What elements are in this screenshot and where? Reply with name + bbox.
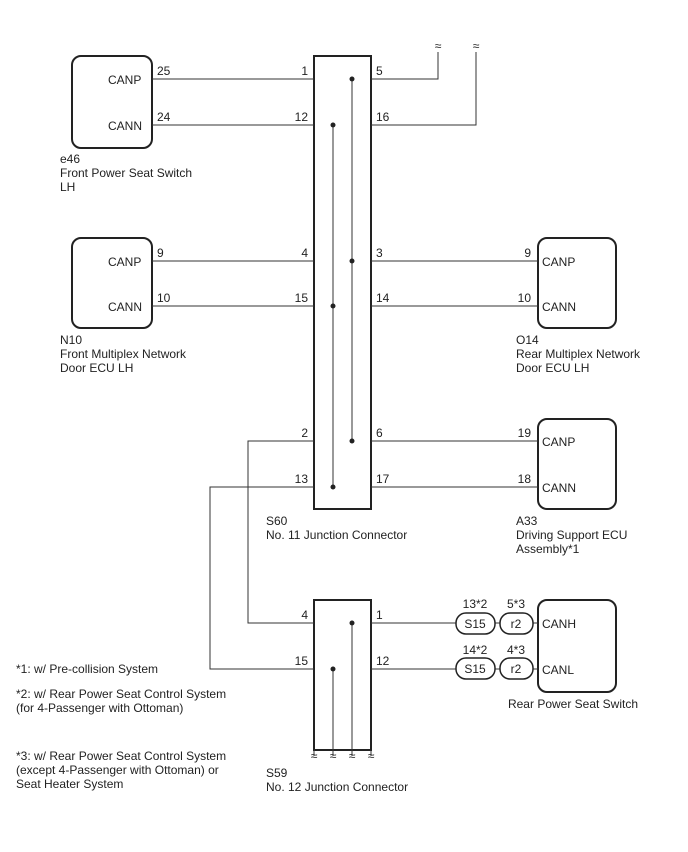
s60-left-pin: 12 (295, 110, 309, 124)
s60-left-pin: 15 (295, 291, 309, 305)
a33-component-box (537, 418, 617, 510)
n10-signal-canp: CANP (108, 255, 141, 269)
s59-junction-connector (313, 599, 372, 751)
splice-dot (349, 258, 355, 264)
n10-name: Door ECU LH (60, 361, 133, 375)
a33-pin-cann: 18 (518, 472, 532, 486)
s15-pin-top: 13*2 (463, 597, 488, 611)
s60-code: S60 (266, 514, 288, 528)
e46-name: Front Power Seat Switch (60, 166, 192, 180)
n10-component-box (71, 237, 153, 329)
r2-label-bottom: r2 (511, 662, 522, 676)
s59-break-mark-2: ≈ (330, 749, 337, 763)
footnote-3: (except 4-Passenger with Ottoman) or (16, 763, 219, 777)
splice-dot (349, 438, 355, 444)
s15-pin-bottom: 14*2 (463, 643, 488, 657)
o14-pin-cann: 10 (518, 291, 532, 305)
footnote-2: *2: w/ Rear Power Seat Control System (16, 687, 226, 701)
o14-name: Rear Multiplex Network (516, 347, 641, 361)
s15-inline-connector-bottom (455, 657, 496, 680)
n10-name: Front Multiplex Network (60, 347, 187, 361)
s59-left-pin: 15 (295, 654, 309, 668)
s60-right-pin: 6 (376, 426, 383, 440)
s60-left-pin: 2 (301, 426, 308, 440)
footnote-2: (for 4-Passenger with Ottoman) (16, 701, 183, 715)
s15-label-bottom: S15 (464, 662, 486, 676)
splice-dot (349, 76, 355, 82)
s60-junction-connector (313, 55, 372, 510)
splice-dot (349, 620, 355, 626)
s59-right-pin: 12 (376, 654, 390, 668)
canp-break-mark: ≈ (435, 39, 442, 53)
e46-signal-canp: CANP (108, 73, 141, 87)
n10-signal-cann: CANN (108, 300, 142, 314)
rear-switch-component-box (537, 599, 617, 693)
n10-pin-canp: 9 (157, 246, 164, 260)
n10-pin-cann: 10 (157, 291, 171, 305)
s60-right-pin: 17 (376, 472, 390, 486)
s59-right-pin: 1 (376, 608, 383, 622)
footnote-3: Seat Heater System (16, 777, 123, 791)
splice-dot (330, 666, 336, 672)
n10-code: N10 (60, 333, 82, 347)
s59-break-mark-3: ≈ (349, 749, 356, 763)
s60-right-pin: 5 (376, 64, 383, 78)
s60-right-pin: 16 (376, 110, 390, 124)
e46-name: LH (60, 180, 75, 194)
a33-code: A33 (516, 514, 538, 528)
s60-left-pin: 4 (301, 246, 308, 260)
e46-pin-cann: 24 (157, 110, 171, 124)
s59-name: No. 12 Junction Connector (266, 780, 408, 794)
rear-switch-name: Rear Power Seat Switch (508, 697, 638, 711)
s60-right-pin: 3 (376, 246, 383, 260)
rear-switch-signal-canh: CANH (542, 617, 576, 631)
s60-right-pin: 14 (376, 291, 390, 305)
s59-break-mark-1: ≈ (311, 749, 318, 763)
s59-code: S59 (266, 766, 288, 780)
splice-dot (330, 484, 336, 490)
s15-inline-connector-top (455, 612, 496, 635)
a33-pin-canp: 19 (518, 426, 532, 440)
o14-code: O14 (516, 333, 539, 347)
splice-dot (330, 122, 336, 128)
s59-left-pin: 4 (301, 608, 308, 622)
r2-inline-connector-bottom (499, 657, 534, 680)
rear-switch-signal-canl: CANL (542, 663, 574, 677)
r2-pin-top: 5*3 (507, 597, 525, 611)
a33-signal-canp: CANP (542, 435, 575, 449)
a33-name: Driving Support ECU (516, 528, 627, 542)
r2-label-top: r2 (511, 617, 522, 631)
o14-pin-canp: 9 (524, 246, 531, 260)
e46-signal-cann: CANN (108, 119, 142, 133)
s60-left-pin: 1 (301, 64, 308, 78)
r2-pin-bottom: 4*3 (507, 643, 525, 657)
r2-inline-connector-top (499, 612, 534, 635)
e46-component-box (71, 55, 153, 149)
a33-name: Assembly*1 (516, 542, 580, 556)
footnote-3: *3: w/ Rear Power Seat Control System (16, 749, 226, 763)
cann-break-mark: ≈ (473, 39, 480, 53)
s60-left-pin: 13 (295, 472, 309, 486)
o14-name: Door ECU LH (516, 361, 589, 375)
s15-label-top: S15 (464, 617, 486, 631)
a33-signal-cann: CANN (542, 481, 576, 495)
splice-dot (330, 303, 336, 309)
e46-pin-canp: 25 (157, 64, 171, 78)
o14-signal-cann: CANN (542, 300, 576, 314)
e46-code: e46 (60, 152, 80, 166)
footnote-1: *1: w/ Pre-collision System (16, 662, 158, 676)
o14-signal-canp: CANP (542, 255, 575, 269)
s60-name: No. 11 Junction Connector (266, 528, 407, 542)
s59-break-mark-4: ≈ (368, 749, 375, 763)
o14-component-box (537, 237, 617, 329)
